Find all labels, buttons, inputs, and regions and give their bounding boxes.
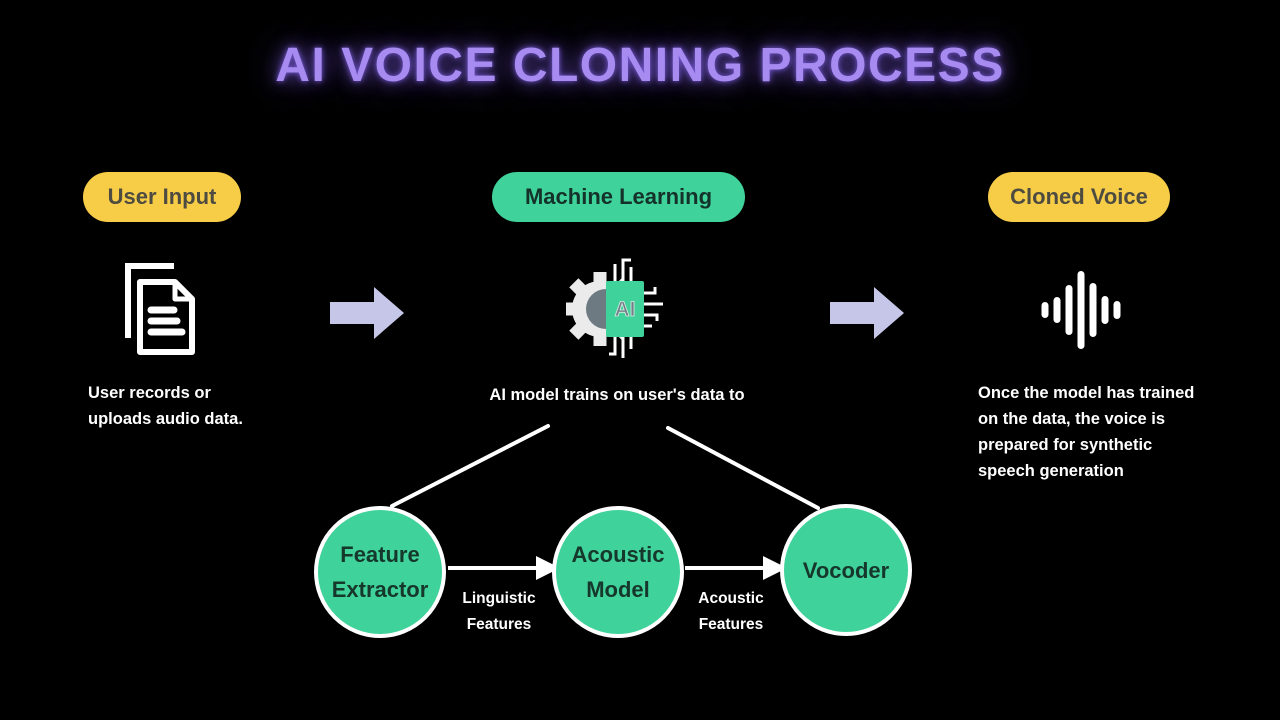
stage-description-user-input: User records or uploads audio data.	[88, 384, 243, 428]
voice-waveform-icon	[1032, 264, 1124, 356]
ai-chip-text: AI	[615, 298, 636, 321]
right-block-arrow-icon	[330, 285, 406, 341]
document-icon	[118, 262, 202, 356]
pipeline-node-feature-extractor: Feature Extractor	[314, 506, 446, 638]
stage-description-machine-learning: AI model trains on user's data to	[489, 386, 745, 404]
edge-label-linguistic-features: Linguistic Features	[462, 590, 536, 633]
stage-pill-machine-learning: Machine Learning	[492, 172, 745, 222]
edge-label-acoustic-features: Acoustic Features	[698, 590, 764, 633]
pipeline-node-label: Acoustic Model	[571, 542, 665, 602]
stage-pill-cloned-voice: Cloned Voice	[988, 172, 1170, 222]
pipeline-node-label: Feature Extractor	[331, 542, 429, 602]
pipeline-node-label: Vocoder	[802, 557, 890, 583]
stage-pill-label: Cloned Voice	[1010, 184, 1148, 209]
page-title: AI VOICE CLONING PROCESS	[275, 39, 1005, 92]
stage-pill-user-input: User Input	[83, 172, 241, 222]
stage-pill-label: User Input	[107, 184, 217, 209]
stage-description-cloned-voice: Once the model has trained on the data, …	[978, 384, 1195, 480]
stage-pill-label: Machine Learning	[524, 184, 713, 209]
ai-chip-icon: AI	[566, 256, 668, 362]
right-block-arrow-icon	[830, 285, 906, 341]
pipeline-node-acoustic-model: Acoustic Model	[552, 506, 684, 638]
pipeline-node-vocoder: Vocoder	[780, 504, 912, 636]
